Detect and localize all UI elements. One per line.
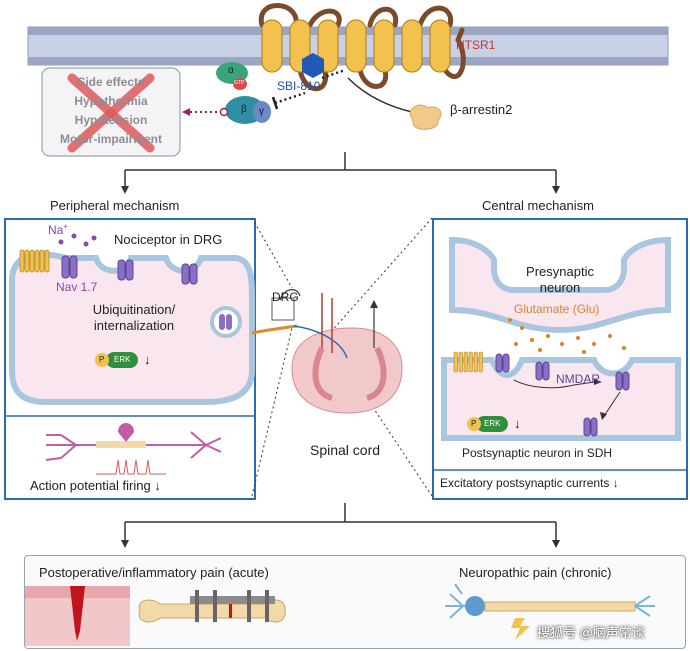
central-title: Central mechanism (482, 198, 594, 213)
drg-label: DRG (272, 290, 299, 304)
nav17-channel (61, 255, 198, 285)
process-line: Ubiquitination/ (92, 302, 176, 317)
erk-label: ERK (114, 355, 131, 364)
watermark: 搜狐号 @脑声常谈 (537, 625, 645, 640)
side-effect-item: Motor-impairment (60, 132, 162, 146)
g-protein (216, 62, 271, 124)
acute-pain-label: Postoperative/inflammatory pain (acute) (39, 565, 269, 580)
synapse-illustration (434, 236, 686, 471)
nav17-label: Nav 1.7 (56, 280, 98, 294)
nociceptor-illustration (6, 233, 255, 475)
side-effects-title: Side effects (77, 75, 145, 89)
peripheral-panel: Nociceptor in DRG Na+ Nav 1.7 Ubiquitina… (4, 218, 256, 500)
top-section: NTSR1 SBI-810 β-arrestin2 α GTP β γ Side… (0, 0, 690, 190)
nmdar-label: NMDAR (556, 372, 600, 386)
sbi-810-ligand (302, 53, 324, 78)
presyn-line: Presynaptic (526, 264, 594, 279)
peripheral-footer: Action potential firing ↓ (30, 478, 161, 493)
nociceptor-title: Nociceptor in DRG (114, 232, 223, 247)
side-effect-item: Hypothermia (74, 94, 148, 108)
g-beta-label: β (241, 104, 247, 115)
neuron-drawing (45, 431, 222, 461)
erk-down-arrow-central: ↓ (514, 416, 521, 431)
erk-p-label-central: P (471, 419, 477, 428)
side-effect-item: Hypotension (74, 113, 148, 127)
na-text: Na (48, 223, 64, 237)
g-gamma-label: γ (259, 106, 264, 117)
outcomes-illustration (25, 583, 655, 646)
side-effects-text: Side effects Hypothermia Hypotension Mot… (42, 73, 180, 149)
na-ion-label: Na+ (48, 222, 68, 237)
arrestin-label: β-arrestin2 (450, 102, 513, 117)
center-section: DRG Spinal cord (251, 217, 433, 497)
ntsr1-label: NTSR1 (456, 38, 496, 52)
peripheral-title: Peripheral mechanism (50, 198, 180, 213)
process-label: Ubiquitination/ internalization (74, 302, 194, 334)
outcomes-box: Postoperative/inflammatory pain (acute) … (24, 555, 686, 649)
lightning-icon (511, 618, 530, 640)
glutamate-label: Glutamate (Glu) (514, 302, 600, 316)
erk-label-central: ERK (484, 419, 501, 428)
drg-box (271, 297, 295, 321)
erk-down-arrow: ↓ (144, 352, 151, 367)
receptor-loops (258, 3, 466, 92)
membrane-illustration (27, 3, 669, 190)
ntsr1-receptor (261, 19, 451, 73)
central-footer: Excitatory postsynaptic currents ↓ (440, 476, 619, 490)
erk-p-label: P (99, 355, 105, 364)
g-alpha-label: α (228, 65, 234, 76)
process-line: internalization (93, 318, 175, 333)
g-gtp-label: GTP (234, 80, 245, 86)
arrestin-icon (409, 104, 442, 130)
presyn-line: neuron (539, 280, 581, 295)
nmdar-channel (495, 353, 630, 437)
postsynaptic-label: Postsynaptic neuron in SDH (462, 446, 613, 460)
na-charge: + (63, 222, 69, 231)
central-panel: Presynaptic neuron Glutamate (Glu) NMDAR… (432, 218, 688, 500)
sbi-810-label: SBI-810 (277, 79, 321, 93)
chronic-pain-label: Neuropathic pain (chronic) (459, 565, 612, 580)
spinal-cord-illustration (251, 217, 433, 497)
spinal-cord-label: Spinal cord (310, 442, 381, 458)
presynaptic-label: Presynaptic neuron (510, 264, 610, 296)
